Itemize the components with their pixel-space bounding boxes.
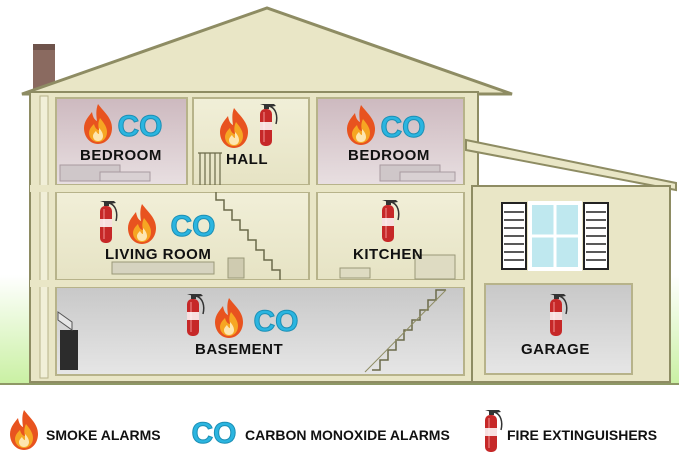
legend-fire-extinguisher-icon: [484, 409, 503, 453]
room-label-living-room: LIVING ROOM: [105, 246, 212, 263]
legend-smoke-alarms-label: SMOKE ALARMS: [46, 427, 161, 443]
co-alarm-icon: CO: [170, 210, 216, 244]
co-alarm-icon: CO: [380, 111, 426, 145]
svg-text:CO: CO: [381, 111, 426, 144]
room-label-garage: GARAGE: [521, 341, 590, 358]
room-label-hall: HALL: [226, 151, 268, 168]
svg-text:CO: CO: [192, 417, 237, 450]
room-label-bedroom-right: BEDROOM: [348, 147, 430, 164]
legend-fire-extinguishers-label: FIRE EXTINGUISHERS: [507, 427, 658, 443]
legend-co-alarm-icon: CO: [191, 417, 237, 451]
legend-smoke-alarm-icon: [10, 410, 38, 450]
co-alarm-icon: CO: [117, 110, 163, 144]
room-label-basement: BASEMENT: [195, 341, 284, 358]
room-label-kitchen: KITCHEN: [353, 246, 424, 263]
legend-co-alarms-label: CARBON MONOXIDE ALARMS: [245, 427, 450, 443]
svg-text:CO: CO: [254, 305, 299, 338]
room-label-bedroom-left: BEDROOM: [80, 147, 162, 164]
svg-text:CO: CO: [171, 210, 216, 243]
co-alarm-icon: CO: [253, 305, 299, 339]
svg-text:CO: CO: [118, 110, 163, 143]
